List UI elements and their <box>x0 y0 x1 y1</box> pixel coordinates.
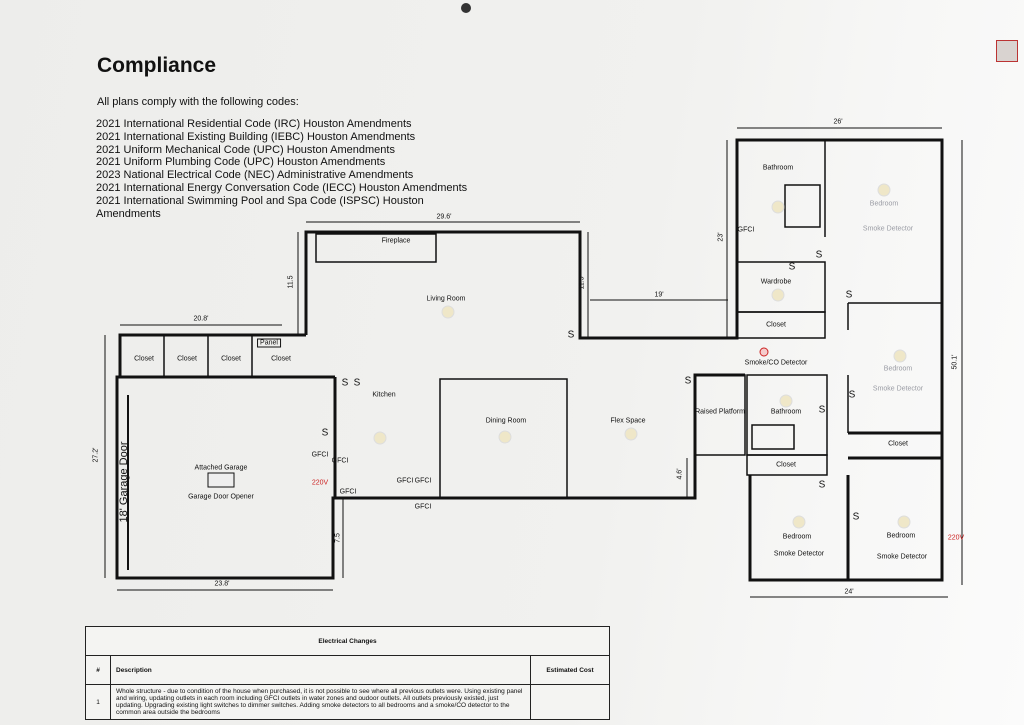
dim-garage-width: 23.8' <box>214 580 230 588</box>
living-room-label: Living Room <box>426 295 466 303</box>
switch-symbol: S <box>818 404 826 416</box>
switch-symbol: S <box>321 427 329 439</box>
bedroom-label: Bedroom <box>782 533 812 541</box>
light-fixtures <box>373 183 911 529</box>
code-item: 2021 International Residential Code (IRC… <box>96 118 412 130</box>
closet-label: Closet <box>134 355 154 363</box>
pushpin <box>461 3 471 13</box>
kitchen-label: Kitchen <box>372 391 396 399</box>
panel-label: Panel <box>257 338 281 348</box>
bedroom-label: Bedroom <box>883 365 913 373</box>
attached-garage-label: Attached Garage <box>194 464 248 472</box>
switch-symbol: S <box>341 377 349 389</box>
inspection-sticker <box>996 40 1018 62</box>
bathroom-label: Bathroom <box>762 164 794 172</box>
switch-symbol: S <box>848 389 856 401</box>
code-item: 2021 Uniform Mechanical Code (UPC) Houst… <box>96 143 395 156</box>
codes-list: 2021 International Residential Code (IRC… <box>96 118 476 220</box>
row-description: Whole structure - due to condition of th… <box>110 684 531 720</box>
garage-door-label: 18' Garage Door <box>118 441 130 523</box>
bedroom-label: Bedroom <box>886 532 916 540</box>
dining-room-label: Dining Room <box>485 417 527 425</box>
row-num: 1 <box>85 684 111 720</box>
flex-space-label: Flex Space <box>610 417 646 425</box>
interior-lines <box>163 140 942 499</box>
220v-label: 220V <box>311 479 329 487</box>
switch-symbol: S <box>845 289 853 301</box>
switch-symbol: S <box>684 375 692 387</box>
closet-label: Closet <box>221 355 241 363</box>
dim-wing-width: 26' <box>833 118 843 126</box>
gfci-label: GFCI <box>414 503 432 511</box>
dimension-lines <box>104 127 963 598</box>
table-title: Electrical Changes <box>85 626 610 656</box>
closet-label: Closet <box>271 355 291 363</box>
code-item: 2023 National Electrical Code (NEC) Admi… <box>96 169 414 182</box>
col-header-cost: Estimated Cost <box>530 655 610 685</box>
dim-hall: 19' <box>654 291 664 299</box>
gfci-label: GFCI <box>339 488 357 496</box>
intro-text: All plans comply with the following code… <box>97 96 299 108</box>
col-header-description: Description <box>110 655 531 685</box>
gfci-label: GFCI <box>311 451 329 459</box>
smoke-detector-label: Smoke Detector <box>773 550 825 558</box>
dim-garage-height: 27.2' <box>92 447 100 463</box>
smoke-co-detector-icon <box>759 347 769 357</box>
smoke-detector-label: Smoke Detector <box>862 225 914 233</box>
dim-flex-step: 4.6' <box>676 468 684 480</box>
gfci-label: GFCI <box>737 226 755 234</box>
dim-bottom-width: 24' <box>844 588 854 596</box>
dim-living-right: 11.5 <box>578 276 586 290</box>
dim-closets: 20.8' <box>193 315 209 323</box>
garage-door-opener-label: Garage Door Opener <box>188 493 254 501</box>
table-row: 1 Whole structure - due to condition of … <box>85 684 610 720</box>
dim-wing-upper: 23' <box>717 232 725 242</box>
switch-symbol: S <box>818 479 826 491</box>
row-cost <box>530 684 610 720</box>
switch-symbol: S <box>815 249 823 261</box>
dim-wing-height: 50.1' <box>951 354 959 370</box>
dim-living-width: 29.6' <box>436 213 452 221</box>
garage-door-opener-icon <box>207 472 235 488</box>
closet-label: Closet <box>766 321 786 329</box>
raised-platform-label: Raised Platform <box>695 408 745 416</box>
electrical-changes-table: Electrical Changes # Description Estimat… <box>85 626 610 720</box>
smoke-detector-label: Smoke Detector <box>872 385 924 393</box>
bathroom-label: Bathroom <box>770 408 802 416</box>
code-item: 2021 International Energy Conversation C… <box>96 181 468 194</box>
code-item: 2021 International Swimming Pool and Spa… <box>96 194 424 220</box>
closet-label: Closet <box>776 461 796 469</box>
code-item: 2021 International Existing Building (IE… <box>96 130 416 143</box>
gfci-label: GFCI <box>331 457 349 465</box>
dim-living-left: 11.5 <box>287 275 295 289</box>
bedroom-label: Bedroom <box>869 200 899 208</box>
code-item: 2021 Uniform Plumbing Code (UPC) Houston… <box>96 156 386 169</box>
col-header-num: # <box>85 655 111 685</box>
fireplace-label: Fireplace <box>381 237 411 245</box>
switch-symbol: S <box>852 511 860 523</box>
switch-symbol: S <box>353 377 361 389</box>
closet-label: Closet <box>888 440 908 448</box>
dim-garage-step: 7.5 <box>334 533 342 543</box>
wardrobe-label: Wardrobe <box>760 278 792 286</box>
closet-label: Closet <box>177 355 197 363</box>
switch-symbol: S <box>788 261 796 273</box>
smoke-detector-label: Smoke Detector <box>876 553 928 561</box>
gfci-label: GFCI <box>396 477 414 485</box>
switch-symbol: S <box>567 329 575 341</box>
gfci-label: GFCI <box>414 477 432 485</box>
220v-label: 220V <box>947 534 965 542</box>
page-title: Compliance <box>97 54 217 77</box>
smoke-co-detector-label: Smoke/CO Detector <box>744 359 808 367</box>
